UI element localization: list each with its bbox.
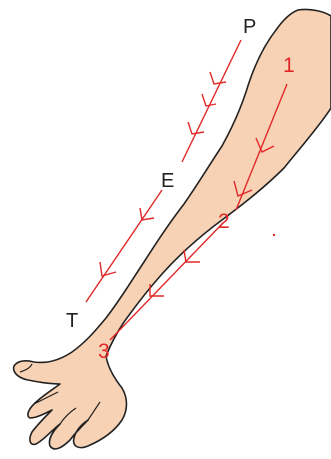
red-arrowhead xyxy=(210,72,226,84)
label-t: T xyxy=(66,310,78,332)
label-3: 3 xyxy=(98,340,110,363)
label-e: E xyxy=(161,170,174,192)
red-arrowhead xyxy=(140,208,154,220)
red-dot xyxy=(273,234,275,236)
label-2: 2 xyxy=(218,210,230,233)
label-p: P xyxy=(243,16,256,38)
label-1: 1 xyxy=(283,54,295,77)
